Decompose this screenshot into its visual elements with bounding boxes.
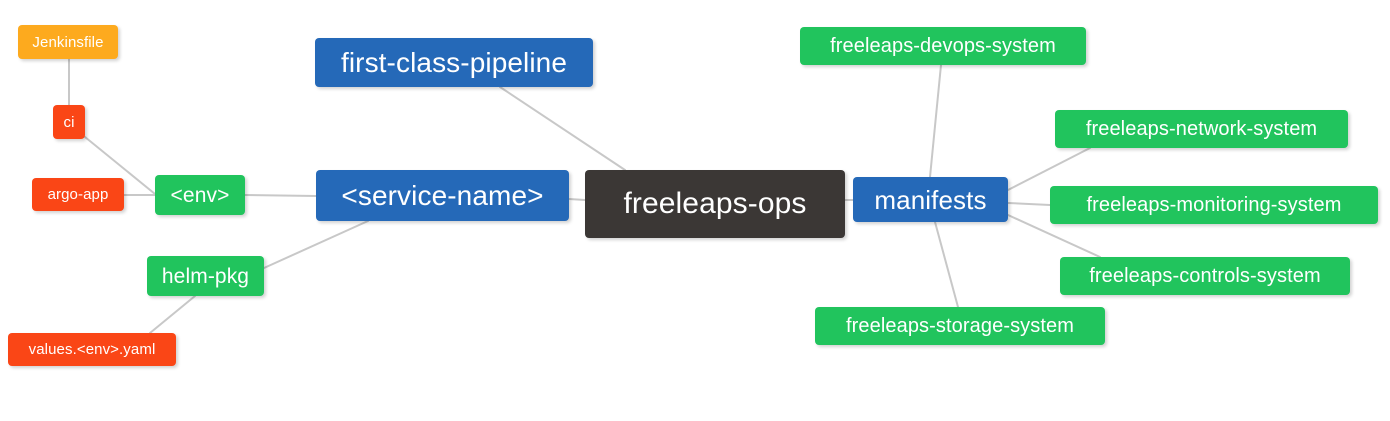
mindmap-node-label: helm-pkg <box>161 264 250 288</box>
mindmap-edge <box>263 220 369 269</box>
mindmap-node-label: manifests <box>874 184 987 215</box>
mindmap-node-label: Jenkinsfile <box>32 33 104 51</box>
mindmap-edge <box>1007 202 1051 206</box>
mindmap-node-values-yaml[interactable]: values.<env>.yaml <box>8 333 176 366</box>
mindmap-node-label: argo-app <box>47 186 109 203</box>
mindmap-edge <box>1007 147 1091 191</box>
mindmap-node-freeleaps-devops-system[interactable]: freeleaps-devops-system <box>800 27 1086 65</box>
mindmap-node-freeleaps-storage-system[interactable]: freeleaps-storage-system <box>815 307 1105 345</box>
mindmap-node-freeleaps-ops[interactable]: freeleaps-ops <box>585 170 845 238</box>
mindmap-node-label: values.<env>.yaml <box>28 341 156 358</box>
mindmap-node-label: ci <box>63 113 75 131</box>
mindmap-node-label: first-class-pipeline <box>340 46 568 78</box>
mindmap-edge <box>929 64 942 178</box>
mindmap-node-ci[interactable]: ci <box>53 105 85 139</box>
mindmap-node-label: freeleaps-monitoring-system <box>1086 194 1342 216</box>
mindmap-node-label: freeleaps-storage-system <box>845 315 1075 337</box>
mindmap-node-freeleaps-controls-system[interactable]: freeleaps-controls-system <box>1060 257 1350 295</box>
mindmap-edge <box>568 198 586 201</box>
mindmap-node-helm-pkg[interactable]: helm-pkg <box>147 256 264 296</box>
mindmap-node-argo-app[interactable]: argo-app <box>32 178 124 211</box>
mindmap-node-service-name[interactable]: <service-name> <box>316 170 569 221</box>
mindmap-node-label: <service-name> <box>341 179 544 211</box>
mindmap-node-label: freeleaps-network-system <box>1085 118 1318 140</box>
mindmap-node-label: freeleaps-ops <box>623 187 807 220</box>
mindmap-node-freeleaps-monitoring-system[interactable]: freeleaps-monitoring-system <box>1050 186 1378 224</box>
mindmap-edge <box>934 221 959 308</box>
mindmap-node-env[interactable]: <env> <box>155 175 245 215</box>
mindmap-node-freeleaps-network-system[interactable]: freeleaps-network-system <box>1055 110 1348 148</box>
mindmap-node-manifests[interactable]: manifests <box>853 177 1008 222</box>
mindmap-edge <box>499 86 626 171</box>
mindmap-node-label: freeleaps-devops-system <box>830 35 1056 57</box>
mindmap-node-label: freeleaps-controls-system <box>1089 265 1321 287</box>
mindmap-node-jenkinsfile[interactable]: Jenkinsfile <box>18 25 118 59</box>
mindmap-edge <box>149 295 196 334</box>
mindmap-edge <box>244 194 317 197</box>
mindmap-node-label: <env> <box>170 183 230 207</box>
mindmap-node-first-class-pipeline[interactable]: first-class-pipeline <box>315 38 593 87</box>
